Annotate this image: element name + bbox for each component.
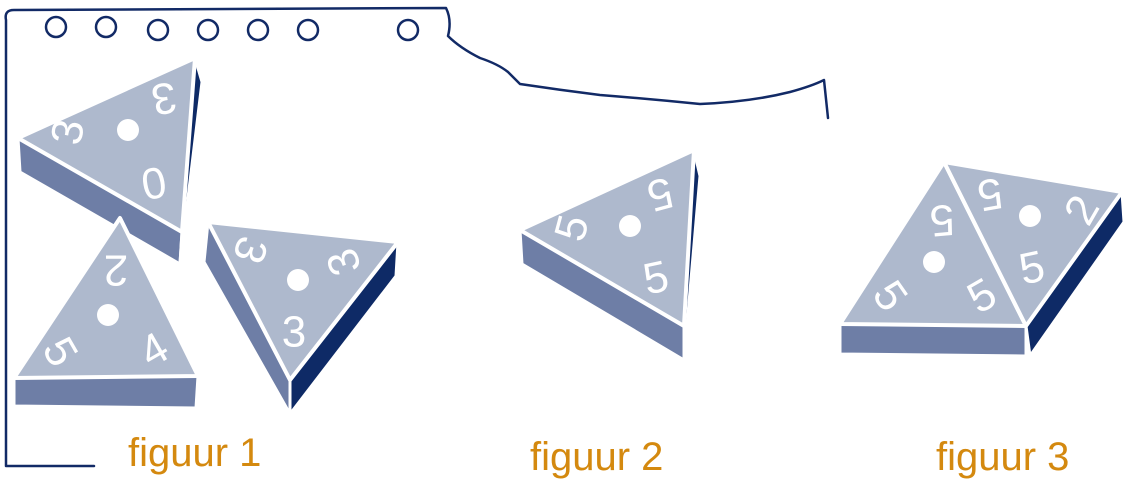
triomino-tile-1b: 2 5 4 bbox=[12, 216, 200, 410]
figure-2: 5 5 5 figuur 2 bbox=[518, 148, 702, 479]
binder-ring-2 bbox=[94, 15, 118, 39]
binder-ring-1 bbox=[44, 15, 68, 39]
triomino-tile-1a: 3 3 0 bbox=[16, 56, 204, 266]
binder-ring-4 bbox=[196, 18, 220, 42]
triomino-tile-2a: 5 5 5 bbox=[518, 148, 702, 362]
tile-number: 2 bbox=[104, 246, 128, 295]
binder-ring-5 bbox=[246, 18, 270, 42]
binder-ring-7 bbox=[396, 18, 420, 42]
figure-caption: figuur 2 bbox=[530, 435, 663, 479]
figure-caption: figuur 3 bbox=[936, 435, 1069, 479]
triomino-tile-3a: 5 5 5 bbox=[838, 160, 1028, 358]
binder-ring-3 bbox=[146, 18, 170, 42]
binder-ring-6 bbox=[296, 18, 320, 42]
notebook-paper bbox=[4, 6, 830, 468]
triomino-tile-1c: 3 3 3 bbox=[202, 220, 400, 416]
figure-1: 3 3 0 2 5 4 3 3 3 figuur 1 bbox=[12, 56, 400, 475]
triomino-tile-3b: 5 2 5 bbox=[942, 160, 1125, 358]
figure-caption: figuur 1 bbox=[128, 431, 261, 475]
tile-number: 5 bbox=[928, 195, 957, 246]
figure-3: 5 5 5 5 2 5 figuur 3 bbox=[838, 160, 1125, 479]
tile-number: 3 bbox=[282, 308, 306, 357]
